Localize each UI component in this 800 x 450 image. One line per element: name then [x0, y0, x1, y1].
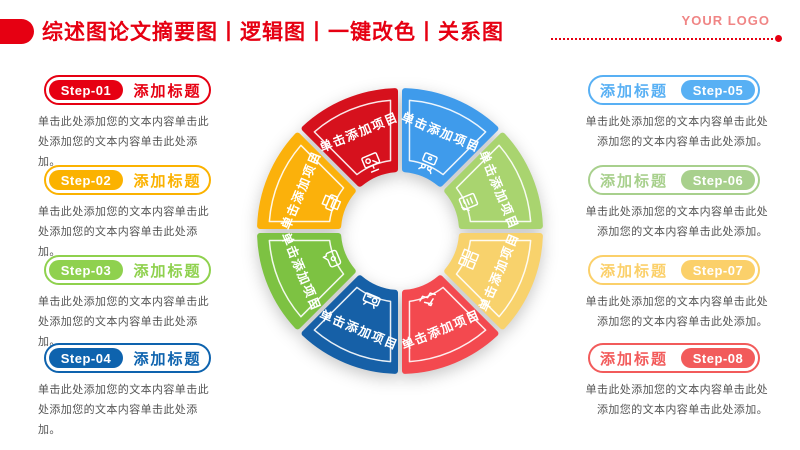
segment-shape[interactable]: [257, 232, 356, 330]
step-03-card: Step-03 添加标题 单击此处添加您的文本内容单击此处添加您的文本内容单击此…: [38, 255, 220, 352]
step-03-title[interactable]: 添加标题: [133, 262, 202, 280]
step-02-badge[interactable]: Step-02: [49, 170, 123, 190]
segment-step-08[interactable]: 单击添加项目: [399, 275, 499, 374]
segment-inner-outline: [408, 286, 487, 363]
step-06-body[interactable]: 单击此处添加您的文本内容单击此处添加您的文本内容单击此处添加。: [585, 206, 768, 238]
segment-step-01[interactable]: 单击添加项目: [301, 88, 401, 187]
segment-inner-outline: [455, 144, 532, 223]
step-05-body[interactable]: 单击此处添加您的文本内容单击此处添加您的文本内容单击此处添加。: [585, 116, 768, 148]
step-08-pill[interactable]: 添加标题 Step-08: [588, 343, 760, 373]
step-03-body[interactable]: 单击此处添加您的文本内容单击此处添加您的文本内容单击此处添加。: [38, 296, 209, 348]
segment-step-06[interactable]: 单击添加项目: [444, 132, 543, 232]
step-06-badge[interactable]: Step-06: [681, 170, 755, 190]
step-07-title[interactable]: 添加标题: [599, 262, 668, 280]
step-05-badge[interactable]: Step-05: [681, 80, 755, 100]
step-06-title[interactable]: 添加标题: [599, 172, 668, 190]
segment-inner-outline: [408, 99, 487, 176]
step-05-title[interactable]: 添加标题: [599, 82, 668, 100]
segment-inner-outline: [268, 144, 345, 223]
step-04-title[interactable]: 添加标题: [133, 350, 202, 368]
step-02-pill[interactable]: Step-02 添加标题: [44, 165, 211, 195]
header-dotted-divider: [551, 35, 782, 42]
ring-diagram: 单击添加项目单击添加项目单击添加项目单击添加项目单击添加项目单击添加项目单击添加…: [257, 88, 543, 374]
segment-step-02[interactable]: 单击添加项目: [257, 132, 356, 232]
segment-inner-outline: [313, 286, 392, 363]
segment-step-04[interactable]: 单击添加项目: [301, 275, 401, 374]
step-01-pill[interactable]: Step-01 添加标题: [44, 75, 211, 105]
step-03-pill[interactable]: Step-03 添加标题: [44, 255, 211, 285]
segment-step-03[interactable]: 单击添加项目: [257, 230, 356, 330]
step-07-badge[interactable]: Step-07: [681, 260, 755, 280]
segment-inner-outline: [455, 239, 532, 318]
step-04-body[interactable]: 单击此处添加您的文本内容单击此处添加您的文本内容单击此处添加。: [38, 384, 209, 436]
segment-inner-outline: [268, 239, 345, 318]
page-title: 综述图论文摘要图丨逻辑图丨一键改色丨关系图: [42, 21, 504, 44]
divider-end-dot: [775, 35, 782, 42]
step-04-badge[interactable]: Step-04: [49, 348, 123, 368]
step-02-card: Step-02 添加标题 单击此处添加您的文本内容单击此处添加您的文本内容单击此…: [38, 165, 220, 262]
segment-inner-outline: [313, 99, 392, 176]
segment-shape[interactable]: [444, 132, 543, 230]
segment-step-05[interactable]: 单击添加项目: [399, 88, 499, 187]
step-01-title[interactable]: 添加标题: [133, 82, 202, 100]
step-02-title[interactable]: 添加标题: [133, 172, 202, 190]
step-05-pill[interactable]: 添加标题 Step-05: [588, 75, 760, 105]
step-04-card: Step-04 添加标题 单击此处添加您的文本内容单击此处添加您的文本内容单击此…: [38, 343, 220, 440]
step-08-title[interactable]: 添加标题: [599, 350, 668, 368]
step-01-badge[interactable]: Step-01: [49, 80, 123, 100]
segment-step-07[interactable]: 单击添加项目: [444, 230, 543, 330]
step-07-card: 添加标题 Step-07 单击此处添加您的文本内容单击此处添加您的文本内容单击此…: [576, 255, 768, 333]
segment-shape[interactable]: [401, 275, 499, 374]
segment-shape[interactable]: [257, 132, 356, 230]
step-03-badge[interactable]: Step-03: [49, 260, 123, 280]
step-02-body[interactable]: 单击此处添加您的文本内容单击此处添加您的文本内容单击此处添加。: [38, 206, 209, 258]
step-06-pill[interactable]: 添加标题 Step-06: [588, 165, 760, 195]
step-07-pill[interactable]: 添加标题 Step-07: [588, 255, 760, 285]
logo-text: YOUR LOGO: [681, 13, 770, 28]
step-01-card: Step-01 添加标题 单击此处添加您的文本内容单击此处添加您的文本内容单击此…: [38, 75, 220, 172]
step-08-body[interactable]: 单击此处添加您的文本内容单击此处添加您的文本内容单击此处添加。: [585, 384, 768, 416]
step-08-badge[interactable]: Step-08: [681, 348, 755, 368]
step-08-card: 添加标题 Step-08 单击此处添加您的文本内容单击此处添加您的文本内容单击此…: [576, 343, 768, 421]
step-01-body[interactable]: 单击此处添加您的文本内容单击此处添加您的文本内容单击此处添加。: [38, 116, 209, 168]
step-06-card: 添加标题 Step-06 单击此处添加您的文本内容单击此处添加您的文本内容单击此…: [576, 165, 768, 243]
segment-shape[interactable]: [401, 88, 499, 187]
header-accent-tab: [0, 19, 34, 44]
step-04-pill[interactable]: Step-04 添加标题: [44, 343, 211, 373]
step-07-body[interactable]: 单击此处添加您的文本内容单击此处添加您的文本内容单击此处添加。: [585, 296, 768, 328]
step-05-card: 添加标题 Step-05 单击此处添加您的文本内容单击此处添加您的文本内容单击此…: [576, 75, 768, 153]
